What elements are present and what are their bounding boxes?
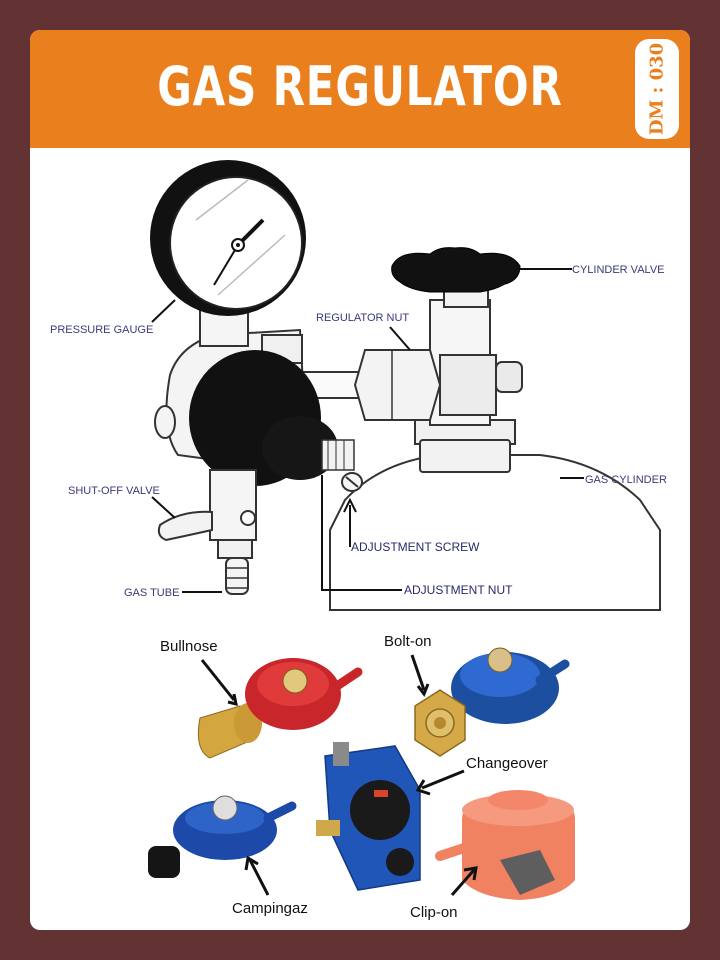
label-changeover: Changeover	[466, 755, 548, 772]
bolt-on-arrow	[410, 654, 430, 698]
campingaz-arrow	[244, 855, 270, 896]
changeover-regulator	[316, 742, 421, 891]
gas-tube	[225, 557, 249, 595]
page-title: GAS REGULATOR	[157, 55, 563, 118]
bullnose-regulator	[197, 658, 363, 759]
label-campingaz: Campingaz	[232, 900, 308, 917]
valve-handwheel	[391, 247, 521, 293]
regulator-nut	[299, 349, 442, 421]
label-adjustment-screw: ADJUSTMENT SCREW	[351, 540, 480, 554]
label-cylinder-valve: CYLINDER VALVE	[572, 264, 665, 276]
shut-off-valve	[157, 469, 257, 559]
label-gas-tube: GAS TUBE	[124, 587, 179, 599]
label-pressure-gauge: PRESSURE GAUGE	[50, 324, 153, 336]
label-bullnose: Bullnose	[160, 638, 218, 655]
leader-lines	[151, 268, 584, 593]
bolt-on-regulator	[414, 647, 570, 757]
changeover-arrow	[415, 769, 465, 796]
cylinder-valve	[391, 247, 523, 473]
label-gas-cylinder: GAS CYLINDER	[585, 474, 667, 486]
leader-shut-off-valve	[151, 496, 176, 519]
code-badge: DM : 030	[635, 39, 679, 139]
campingaz-regulator	[148, 795, 297, 878]
label-shut-off-valve: SHUT-OFF VALVE	[68, 485, 160, 497]
gas-cylinder	[329, 454, 661, 611]
label-bolt-on: Bolt-on	[384, 633, 432, 650]
clip-on-arrow	[450, 866, 478, 896]
header-bar: GAS REGULATOR DM : 030	[30, 30, 690, 148]
leader-regulator-nut	[389, 326, 411, 351]
pressure-gauge	[150, 160, 306, 347]
leader-pressure-gauge	[151, 299, 176, 323]
label-clip-on: Clip-on	[410, 904, 458, 921]
clip-on-regulator	[435, 790, 575, 900]
regulator-body	[154, 328, 363, 492]
leader-adjustment-screw-tip	[343, 497, 357, 513]
leader-adjustment-nut	[321, 475, 402, 591]
label-regulator-nut: REGULATOR NUT	[316, 312, 409, 324]
label-adjustment-nut: ADJUSTMENT NUT	[404, 583, 513, 597]
bullnose-arrow	[200, 659, 238, 707]
